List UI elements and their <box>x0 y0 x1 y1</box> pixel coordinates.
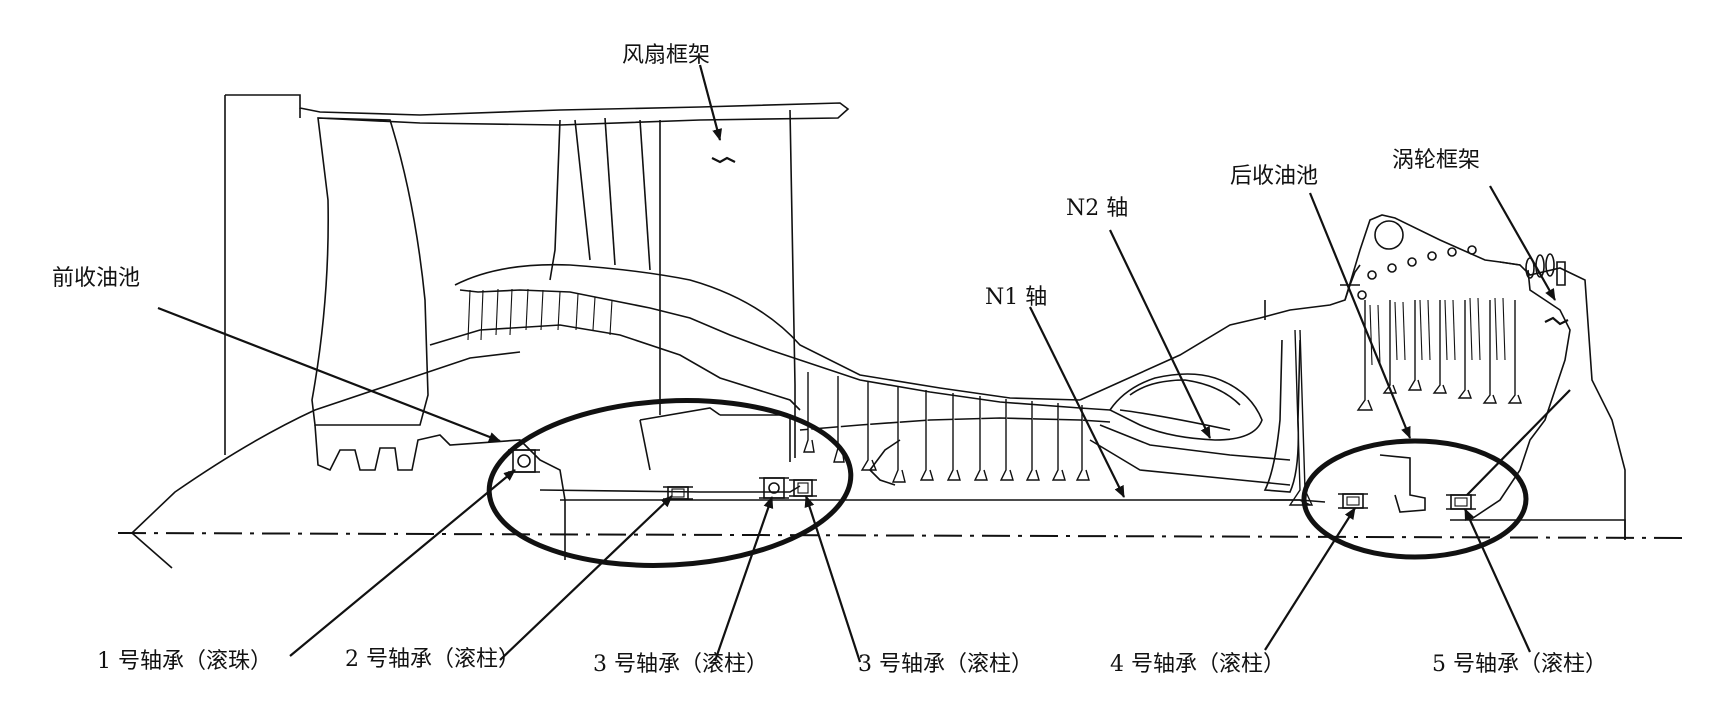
lpt-casing <box>1344 214 1521 301</box>
rear-sump-housing <box>1379 454 1426 513</box>
fan-blade <box>311 117 429 426</box>
labels: 风扇框架 前收油池 N1 轴 N2 轴 后收油池 涡轮框架 1 号轴承（滚珠） … <box>52 43 1607 677</box>
bearing-1-symbol <box>508 449 540 473</box>
label-front-sump: 前收油池 <box>52 266 140 291</box>
leader-bearing-1 <box>289 469 516 657</box>
turbine-frame-flange <box>1525 253 1566 286</box>
leader-bearing-4 <box>1264 507 1356 651</box>
engine-centerline <box>117 532 1686 539</box>
label-n1-shaft: N1 轴 <box>985 285 1047 310</box>
n2-shaft-line <box>1089 439 1291 486</box>
label-turbine-frame: 涡轮框架 <box>1392 148 1480 173</box>
label-bearing-3a: 3 号轴承（滚柱） <box>593 652 768 677</box>
leader-rear-sump <box>1308 192 1412 439</box>
leader-bearing-3a <box>713 496 774 662</box>
turbine-blades <box>1288 300 1523 506</box>
leader-bearing-5 <box>1463 508 1532 653</box>
core-casing <box>1079 264 1361 401</box>
label-bearing-1: 1 号轴承（滚珠） <box>97 649 272 674</box>
label-n2-shaft: N2 轴 <box>1066 196 1128 221</box>
leader-turbine-frame <box>1489 185 1556 301</box>
leader-bearing-2 <box>499 495 673 661</box>
fan-casing <box>225 94 850 126</box>
hp-compressor-flowpath <box>799 359 1111 411</box>
booster-splitter <box>454 263 1081 401</box>
booster-blades <box>467 288 613 341</box>
label-bearing-3b: 3 号轴承（滚柱） <box>858 652 1033 677</box>
leader-front-sump <box>157 306 501 443</box>
label-rear-sump: 后收油池 <box>1230 164 1318 189</box>
leader-bearing-3b <box>804 495 862 663</box>
casing-boss-large <box>1374 220 1404 250</box>
bearing-2-symbol <box>663 486 693 500</box>
bearing-5-symbol <box>1446 494 1476 510</box>
leader-fan-frame <box>698 64 722 141</box>
fan-frame-strut <box>549 119 561 281</box>
n1-shaft-line <box>560 499 1326 503</box>
spinner-cone <box>131 351 521 569</box>
bearing-3a-symbol <box>759 477 789 499</box>
leader-n2-shaft <box>1109 229 1211 439</box>
bearing-3b-symbol <box>789 479 817 497</box>
rear-sump-highlight <box>1301 438 1529 560</box>
label-bearing-2: 2 号轴承（滚柱） <box>345 647 520 672</box>
combustor <box>1108 373 1263 441</box>
lpt-vanes <box>1369 297 1506 366</box>
label-bearing-5: 5 号轴承（滚柱） <box>1432 652 1607 677</box>
leader-n1-shaft <box>1029 306 1125 498</box>
label-bearing-4: 4 号轴承（滚柱） <box>1110 652 1285 677</box>
bearing-4-symbol <box>1338 493 1368 509</box>
leader-lines <box>157 64 1571 663</box>
hp-compressor-blades <box>803 372 1090 483</box>
turbine-frame-body <box>1499 261 1626 540</box>
label-fan-frame: 风扇框架 <box>622 43 710 68</box>
